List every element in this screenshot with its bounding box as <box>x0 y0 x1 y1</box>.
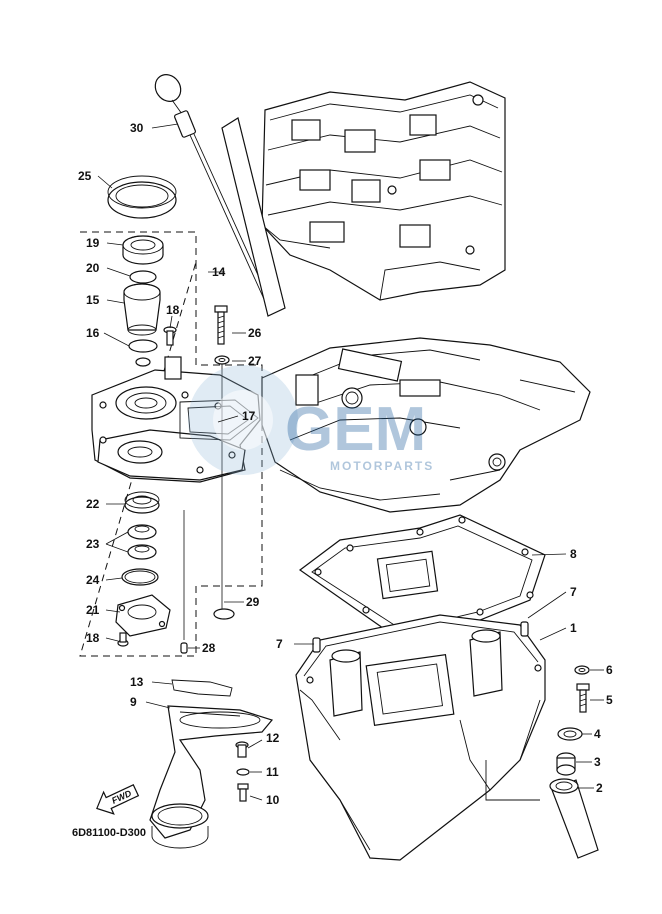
callout-14: 14 <box>212 265 226 279</box>
washer-11 <box>236 768 250 776</box>
dowel-pin-left <box>312 637 321 653</box>
assembly-group-outline <box>79 231 263 657</box>
callout-1: 1 <box>570 621 577 635</box>
oil-strainer-9 <box>149 705 274 849</box>
callout-18-top: 18 <box>166 303 180 317</box>
svg-text:GEM: GEM <box>285 395 426 464</box>
callout-20: 20 <box>86 261 100 275</box>
callout-4: 4 <box>594 727 601 741</box>
callout-9: 9 <box>130 695 137 709</box>
svg-text:MOTORPARTS: MOTORPARTS <box>330 459 434 473</box>
bolt-5 <box>576 683 590 713</box>
callout-10: 10 <box>266 793 280 807</box>
callout-16: 16 <box>86 326 100 340</box>
callout-labels: 30 25 19 20 14 15 18 16 26 27 17 22 23 2… <box>78 121 613 807</box>
forward-arrow-icon: FWD <box>96 784 140 815</box>
pin-28 <box>180 510 188 654</box>
callout-15: 15 <box>86 293 100 307</box>
callout-11: 11 <box>266 765 279 779</box>
washer-6 <box>574 665 590 675</box>
pump-housing <box>91 356 261 483</box>
watermark: GEM MOTORPARTS <box>188 365 434 475</box>
o-ring-20 <box>129 270 157 284</box>
callout-13: 13 <box>130 675 144 689</box>
callout-27: 27 <box>248 354 262 368</box>
callout-18-bottom: 18 <box>86 631 100 645</box>
screw-18-bottom <box>117 632 129 647</box>
callout-8: 8 <box>570 547 577 561</box>
o-ring-24 <box>121 568 159 586</box>
screw-18-top <box>163 326 177 346</box>
engine-block <box>261 81 506 301</box>
o-ring-16 <box>128 339 158 353</box>
oil-seal-22 <box>124 491 160 514</box>
callout-24: 24 <box>86 573 100 587</box>
gasket-4 <box>557 727 583 741</box>
callout-21: 21 <box>86 603 100 617</box>
callout-30: 30 <box>130 121 144 135</box>
bolt-10 <box>237 783 249 802</box>
callout-12: 12 <box>266 731 280 745</box>
dipstick <box>154 74 273 309</box>
callout-3: 3 <box>594 755 601 769</box>
bolt-26 <box>214 305 228 345</box>
callout-29: 29 <box>246 595 260 609</box>
collar-19 <box>122 235 164 265</box>
callout-28: 28 <box>202 641 216 655</box>
bolt-12 <box>235 741 249 758</box>
callout-6: 6 <box>606 663 613 677</box>
callout-23: 23 <box>86 537 100 551</box>
drain-plug-3 <box>556 752 576 776</box>
exhaust-guide <box>261 337 591 513</box>
callout-5: 5 <box>606 693 613 707</box>
callout-7-left: 7 <box>276 637 283 651</box>
callout-17: 17 <box>242 409 256 423</box>
callout-19: 19 <box>86 236 100 250</box>
callout-22: 22 <box>86 497 100 511</box>
washer-27 <box>214 355 230 365</box>
leader-lines <box>97 123 604 801</box>
dowel-pin-right <box>520 621 529 637</box>
large-oil-seal <box>107 175 177 219</box>
callout-2: 2 <box>596 781 603 795</box>
dipstick-guide-tube <box>221 117 286 317</box>
diagram-code: 6D81100-D300 <box>72 827 146 839</box>
callout-25: 25 <box>78 169 92 183</box>
sleeve-15 <box>123 283 161 336</box>
oil-seals-23 <box>127 524 157 560</box>
callout-7-right: 7 <box>570 585 577 599</box>
drain-hose-2 <box>549 778 599 859</box>
callout-26: 26 <box>248 326 262 340</box>
oil-pan <box>295 614 546 861</box>
upper-casing-gasket <box>298 514 546 641</box>
cover-21 <box>115 594 171 637</box>
gasket-13 <box>171 679 233 697</box>
